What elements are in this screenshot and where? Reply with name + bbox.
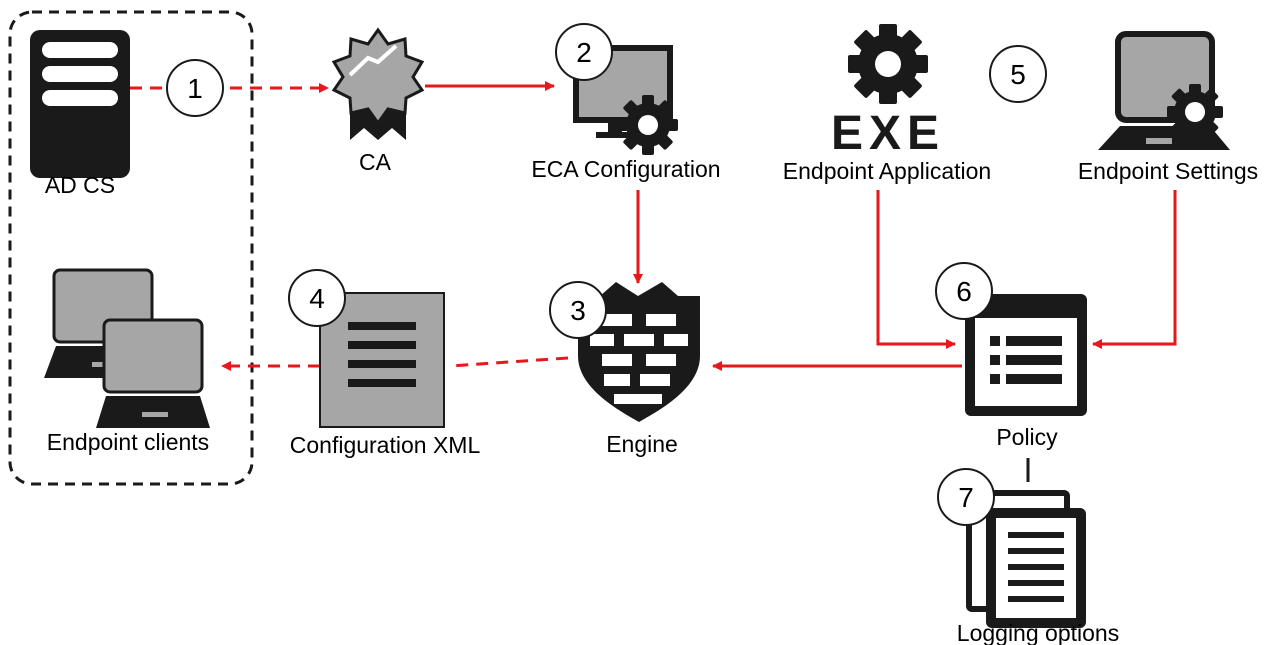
logging-options-label: Logging options — [957, 620, 1119, 645]
step-badge-3: 3 — [549, 281, 607, 339]
exe-badge-text: EXE — [831, 107, 945, 160]
policy-label: Policy — [996, 424, 1058, 450]
step-badge-2: 2 — [555, 23, 613, 81]
endpoint-application-label: Endpoint Application — [783, 158, 991, 184]
firewall-shield-icon — [578, 282, 700, 422]
ca-label: CA — [359, 149, 392, 175]
step-number: 1 — [187, 73, 203, 104]
document-icon — [319, 292, 445, 428]
laptop-gear-icon — [1098, 31, 1230, 150]
monitor-gear-icon — [573, 45, 678, 155]
policy-list-icon — [965, 294, 1087, 416]
ad-cs-label: AD CS — [45, 172, 115, 198]
step-badge-1: 1 — [166, 59, 224, 117]
step-number: 5 — [1010, 59, 1026, 90]
step-number: 3 — [570, 295, 586, 326]
server-icon — [30, 30, 130, 178]
step-badge-6: 6 — [935, 262, 993, 320]
step-badge-7: 7 — [937, 468, 995, 526]
endpoint-clients-label: Endpoint clients — [47, 429, 209, 455]
step-number: 7 — [958, 482, 974, 513]
arrow-app-to-policy — [876, 190, 956, 349]
step-number: 4 — [309, 283, 325, 314]
step-badge-4: 4 — [288, 269, 346, 327]
endpoint-boundary — [8, 10, 254, 486]
arrow-settings-to-policy — [1092, 190, 1177, 349]
laptops-icon — [44, 268, 210, 428]
connectors — [130, 81, 1177, 371]
step-badge-5: 5 — [989, 45, 1047, 103]
exe-gear-icon: EXE — [831, 24, 945, 160]
step-number: 2 — [576, 37, 592, 68]
step-number: 6 — [956, 276, 972, 307]
certificate-icon — [331, 27, 425, 140]
engine-label: Engine — [606, 431, 678, 457]
configuration-xml-label: Configuration XML — [290, 432, 481, 458]
eca-configuration-label: ECA Configuration — [531, 156, 720, 182]
endpoint-settings-label: Endpoint Settings — [1078, 158, 1258, 184]
arrow-engine-to-xml — [449, 356, 569, 368]
log-pages-icon — [966, 490, 1086, 628]
